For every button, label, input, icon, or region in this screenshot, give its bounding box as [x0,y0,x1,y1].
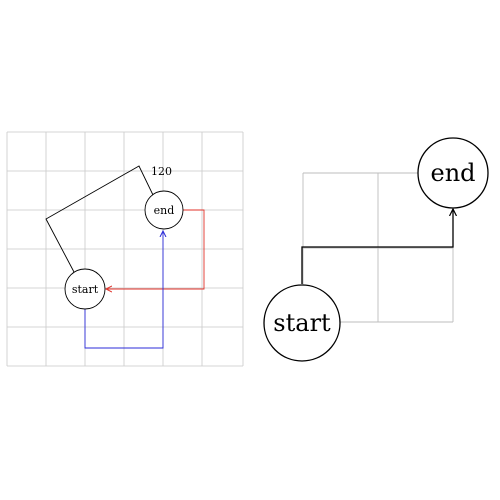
left-grid [6,131,244,367]
left-red-path [106,209,205,289]
right-end-node: end [417,137,489,209]
right-end-label: end [430,159,475,187]
right-diagram: start end [263,137,489,362]
left-end-label: end [154,204,175,217]
right-start-label: start [273,309,331,337]
left-diagram: start end 120 [6,131,244,367]
left-black-path [45,165,154,273]
left-start-label: start [72,283,99,296]
left-end-node: end [144,190,184,230]
right-path [301,209,453,284]
left-start-node: start [64,268,106,310]
left-blue-path [84,231,163,349]
right-start-node: start [263,284,341,362]
left-angle-label: 120 [151,165,172,178]
